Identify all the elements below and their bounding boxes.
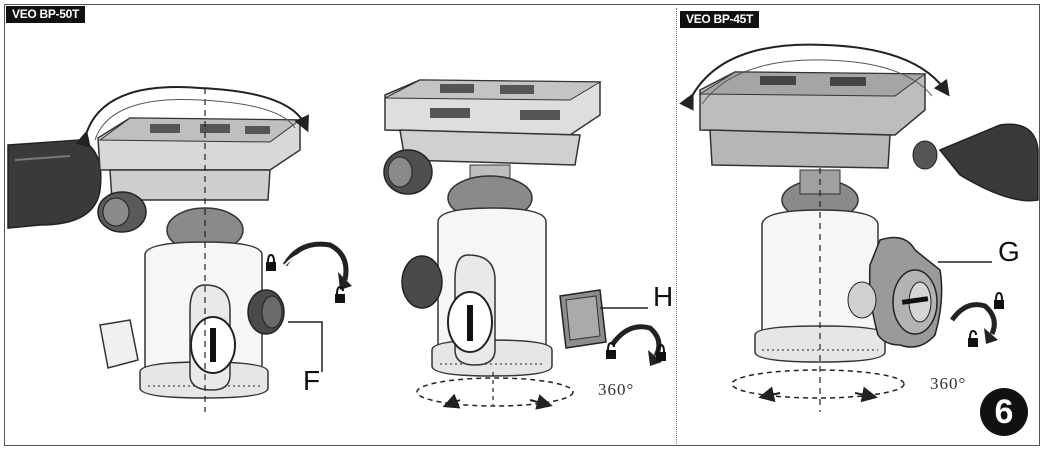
ball-head-middle bbox=[383, 79, 666, 410]
padlock-locked-icon bbox=[266, 253, 276, 271]
callout-h: H bbox=[653, 281, 674, 312]
step-number-badge: 6 bbox=[980, 388, 1028, 436]
callout-f: F bbox=[303, 365, 321, 396]
padlock-unlocked-icon bbox=[968, 329, 978, 347]
ball-head-bp45t bbox=[679, 43, 1039, 412]
circular-arrow-icon bbox=[282, 241, 352, 290]
model-tag-bp50t: VEO BP-50T bbox=[6, 6, 86, 23]
rotation-label-right: 360° bbox=[930, 374, 967, 393]
rotation-label-middle: 360° bbox=[598, 380, 635, 399]
model-tag-bp45t: VEO BP-45T bbox=[680, 11, 760, 28]
padlock-unlocked-icon bbox=[335, 285, 345, 303]
padlock-unlocked-icon bbox=[606, 341, 616, 359]
padlock-locked-icon bbox=[994, 291, 1004, 309]
panel-divider bbox=[676, 8, 677, 444]
circular-arrow-icon bbox=[949, 302, 998, 344]
figure-border bbox=[4, 4, 1040, 446]
ball-head-bp50t bbox=[7, 86, 352, 412]
circular-arrow-icon bbox=[609, 324, 662, 366]
callout-g: G bbox=[998, 236, 1020, 267]
padlock-locked-icon bbox=[656, 343, 666, 361]
